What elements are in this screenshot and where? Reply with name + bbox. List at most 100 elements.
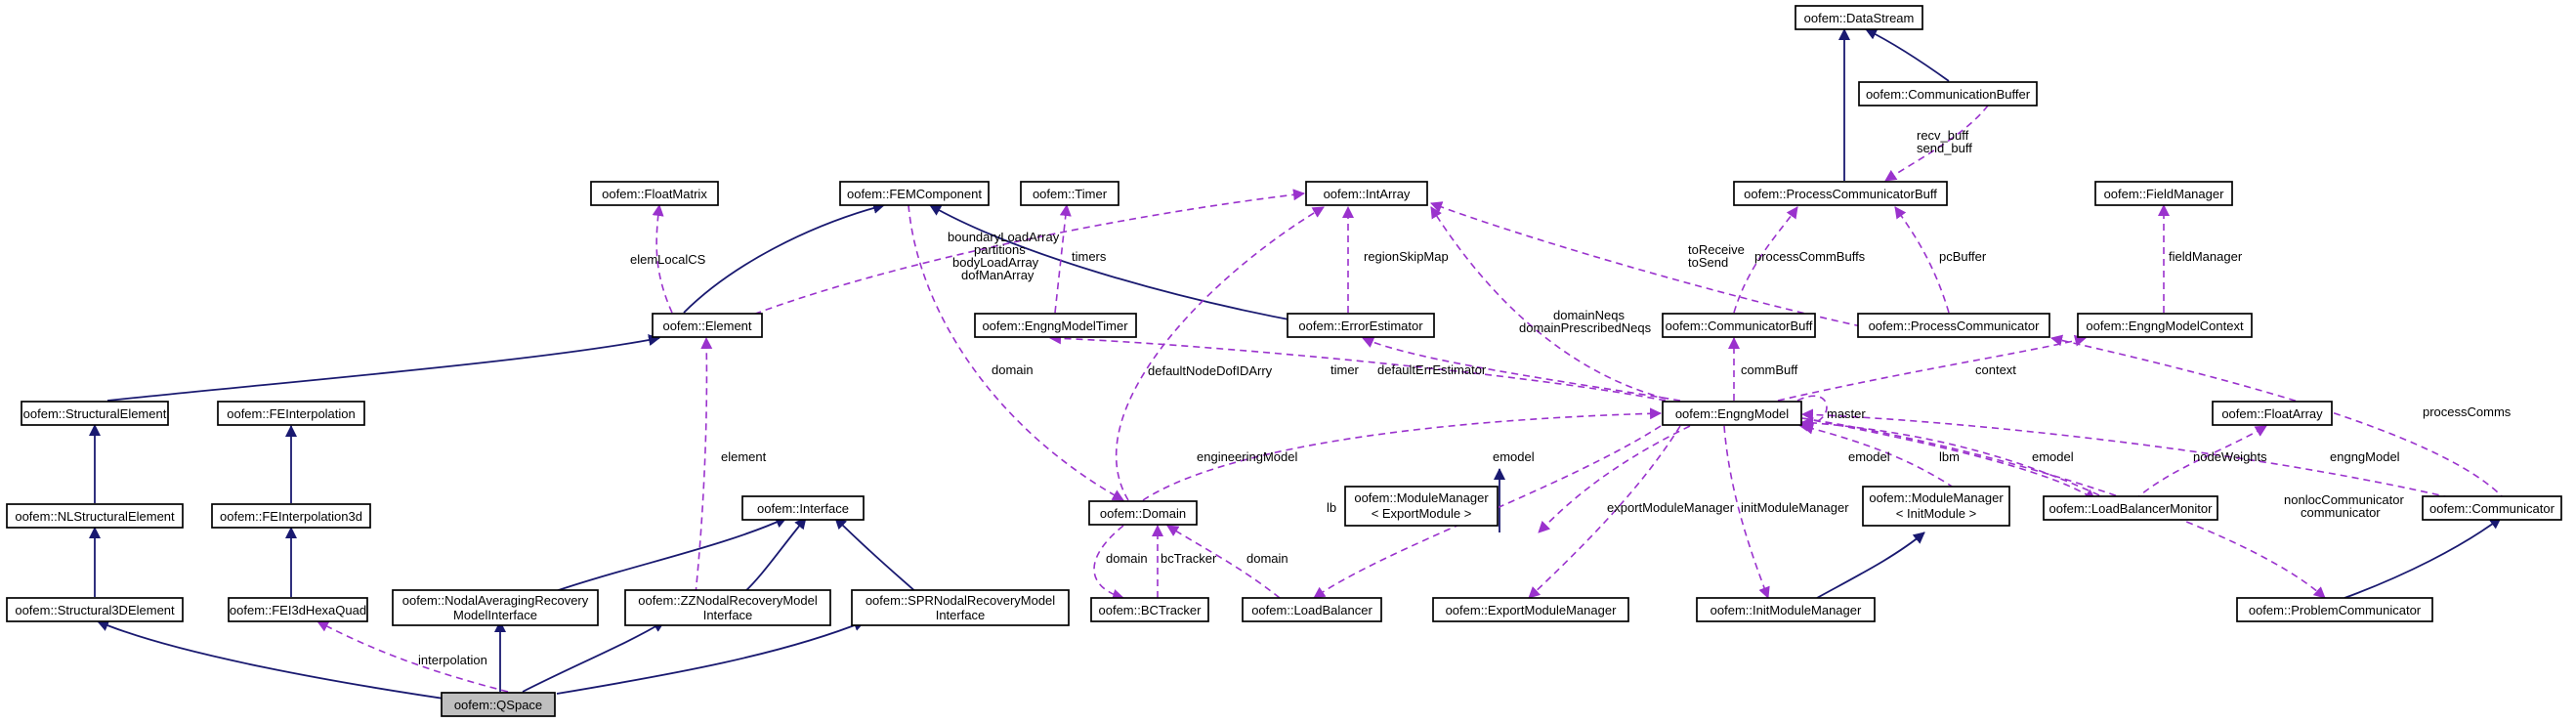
node-datastream[interactable]: oofem::DataStream xyxy=(1795,5,1923,30)
node-zznodalrecoverymodel[interactable]: oofem::ZZNodalRecoveryModel Interface xyxy=(624,589,831,626)
node-engngmodel[interactable]: oofem::EngngModel xyxy=(1662,401,1802,426)
edge-processcommunicator-pcommbuff xyxy=(1894,206,1950,314)
edge-qspace-structural3d xyxy=(97,619,465,702)
edge-label-lb: lb xyxy=(1327,500,1336,515)
svg-text:oofem::LoadBalancerMonitor: oofem::LoadBalancerMonitor xyxy=(2049,501,2214,516)
edge-engngmodel-intarray xyxy=(1430,206,1667,400)
node-qspace[interactable]: oofem::QSpace xyxy=(441,692,556,717)
node-floatmatrix[interactable]: oofem::FloatMatrix xyxy=(590,181,719,206)
usage-edges xyxy=(317,105,2507,693)
edge-sprnodal-interface xyxy=(834,517,919,595)
node-processcommunicator[interactable]: oofem::ProcessCommunicator xyxy=(1857,313,2050,338)
edge-label-domainprescribedneqs: domainPrescribedNeqs xyxy=(1519,320,1652,335)
node-domain[interactable]: oofem::Domain xyxy=(1088,500,1198,526)
node-processcommunicatorbuff[interactable]: oofem::ProcessCommunicatorBuff xyxy=(1733,181,1948,206)
svg-text:ModelInterface: ModelInterface xyxy=(453,608,537,622)
node-fei3dhexaquad[interactable]: oofem::FEI3dHexaQuad xyxy=(228,597,368,622)
node-interface[interactable]: oofem::Interface xyxy=(741,495,865,521)
edge-nodalavg-interface xyxy=(546,517,787,595)
svg-text:oofem::Domain: oofem::Domain xyxy=(1100,506,1186,521)
svg-text:oofem::ModuleManager: oofem::ModuleManager xyxy=(1869,490,2004,505)
node-sprnodalrecoverymodel[interactable]: oofem::SPRNodalRecoveryModel Interface xyxy=(851,589,1070,626)
node-bctracker[interactable]: oofem::BCTracker xyxy=(1090,597,1209,622)
node-timer[interactable]: oofem::Timer xyxy=(1020,181,1119,206)
edge-engngmodel-emcontext xyxy=(1777,334,2087,402)
node-structural3delement[interactable]: oofem::Structural3DElement xyxy=(6,597,184,622)
edge-element-femcomponent xyxy=(683,202,885,314)
svg-text:oofem::ProcessCommunicator: oofem::ProcessCommunicator xyxy=(1869,319,2041,333)
svg-text:oofem::FieldManager: oofem::FieldManager xyxy=(2104,187,2225,201)
node-communicator[interactable]: oofem::Communicator xyxy=(2422,495,2562,521)
edge-labels: interpolation element elemLocalCS bounda… xyxy=(418,128,2512,667)
edge-label-toreceive: toReceive xyxy=(1688,242,1745,257)
edge-label-bodyloadarray: bodyLoadArray xyxy=(952,255,1039,270)
edge-label-exportmodulemanager: exportModuleManager xyxy=(1607,500,1735,515)
node-element[interactable]: oofem::Element xyxy=(652,313,763,338)
node-feinterpolation[interactable]: oofem::FEInterpolation xyxy=(217,401,365,426)
svg-text:oofem::DataStream: oofem::DataStream xyxy=(1804,11,1915,25)
edge-label-domainneqs: domainNeqs xyxy=(1553,308,1625,322)
edge-label-timer: timer xyxy=(1330,362,1360,377)
svg-text:oofem::CommunicatorBuff: oofem::CommunicatorBuff xyxy=(1666,319,1813,333)
node-engngmodeltimer[interactable]: oofem::EngngModelTimer xyxy=(974,313,1137,338)
node-communicationbuffer[interactable]: oofem::CommunicationBuffer xyxy=(1858,81,2038,106)
edge-label-timers: timers xyxy=(1072,249,1107,264)
svg-text:< InitModule >: < InitModule > xyxy=(1896,506,1976,521)
edge-label-send-buff: send_buff xyxy=(1917,141,1972,155)
node-initmodulemanager[interactable]: oofem::InitModuleManager xyxy=(1696,597,1876,622)
svg-text:oofem::FEInterpolation: oofem::FEInterpolation xyxy=(227,406,356,421)
edge-label-engngmodel: engngModel xyxy=(2330,449,2400,464)
edge-label-bctracker: bcTracker xyxy=(1161,551,1217,566)
node-engngmodelcontext[interactable]: oofem::EngngModelContext xyxy=(2077,313,2253,338)
edge-qspace-fei3dhexa xyxy=(317,620,509,693)
edge-label-domain-fem: domain xyxy=(992,362,1034,377)
svg-text:oofem::FloatArray: oofem::FloatArray xyxy=(2221,406,2323,421)
inheritance-edges xyxy=(89,28,2502,702)
svg-text:oofem::ProcessCommunicatorBuff: oofem::ProcessCommunicatorBuff xyxy=(1744,187,1937,201)
svg-text:Interface: Interface xyxy=(703,608,753,622)
svg-text:oofem::FEMComponent: oofem::FEMComponent xyxy=(847,187,982,201)
edge-label-engineeringmodel: engineeringModel xyxy=(1197,449,1297,464)
edge-commbuffer-datastream xyxy=(1865,28,1950,82)
edge-label-defaulterrestimator: defaultErrEstimator xyxy=(1377,362,1487,377)
edge-communicator-engngmodel xyxy=(1801,408,2463,501)
edge-label-processcomms: processComms xyxy=(2423,404,2512,419)
edge-processcommunicator-intarray xyxy=(1430,201,1862,327)
node-femcomponent[interactable]: oofem::FEMComponent xyxy=(839,181,990,206)
edge-label-pcbuffer: pcBuffer xyxy=(1939,249,1987,264)
node-floatarray[interactable]: oofem::FloatArray xyxy=(2212,401,2333,426)
node-modulemanager-init[interactable]: oofem::ModuleManager < InitModule > xyxy=(1862,486,2010,527)
node-exportmodulemanager[interactable]: oofem::ExportModuleManager xyxy=(1432,597,1629,622)
edge-label-partitions: partitions xyxy=(974,242,1026,257)
node-feinterpolation3d[interactable]: oofem::FEInterpolation3d xyxy=(211,503,371,529)
edge-label-tosend: toSend xyxy=(1688,255,1728,270)
node-intarray[interactable]: oofem::IntArray xyxy=(1305,181,1428,206)
edge-label-nodeweights: nodeWeights xyxy=(2193,449,2267,464)
svg-text:oofem::ExportModuleManager: oofem::ExportModuleManager xyxy=(1446,603,1618,617)
svg-text:oofem::Interface: oofem::Interface xyxy=(757,501,849,516)
node-errorestimator[interactable]: oofem::ErrorEstimator xyxy=(1287,313,1435,338)
svg-text:oofem::NLStructuralElement: oofem::NLStructuralElement xyxy=(15,509,175,524)
svg-text:oofem::Communicator: oofem::Communicator xyxy=(2429,501,2555,516)
node-structuralelement[interactable]: oofem::StructuralElement xyxy=(21,401,169,426)
node-nlstructuralelement[interactable]: oofem::NLStructuralElement xyxy=(6,503,184,529)
node-problemcommunicator[interactable]: oofem::ProblemCommunicator xyxy=(2236,597,2433,622)
edge-engngmodel-errorestimator xyxy=(1362,336,1681,402)
svg-text:oofem::LoadBalancer: oofem::LoadBalancer xyxy=(1251,603,1372,617)
edge-lbm-floatarray xyxy=(2133,425,2267,501)
node-loadbalancermonitor[interactable]: oofem::LoadBalancerMonitor xyxy=(2043,495,2218,521)
node-fieldmanager[interactable]: oofem::FieldManager xyxy=(2094,181,2233,206)
node-communicatorbuff[interactable]: oofem::CommunicatorBuff xyxy=(1662,313,1816,338)
svg-text:oofem::EngngModelContext: oofem::EngngModelContext xyxy=(2086,319,2244,333)
node-nodalaveragingrecovery[interactable]: oofem::NodalAveragingRecovery ModelInter… xyxy=(392,589,599,626)
edge-structural-element xyxy=(106,334,660,402)
svg-text:oofem::Element: oofem::Element xyxy=(662,319,751,333)
svg-text:oofem::EngngModel: oofem::EngngModel xyxy=(1675,406,1789,421)
edge-label-emodel-mm: emodel xyxy=(1493,449,1535,464)
edge-label-initmodulemanager: initModuleManager xyxy=(1741,500,1849,515)
node-modulemanager-export[interactable]: oofem::ModuleManager < ExportModule > xyxy=(1344,486,1499,527)
node-loadbalancer[interactable]: oofem::LoadBalancer xyxy=(1242,597,1382,622)
svg-text:oofem::ZZNodalRecoveryModel: oofem::ZZNodalRecoveryModel xyxy=(638,593,818,608)
edge-label-defaultnodedofidarry: defaultNodeDofIDArry xyxy=(1148,363,1273,378)
